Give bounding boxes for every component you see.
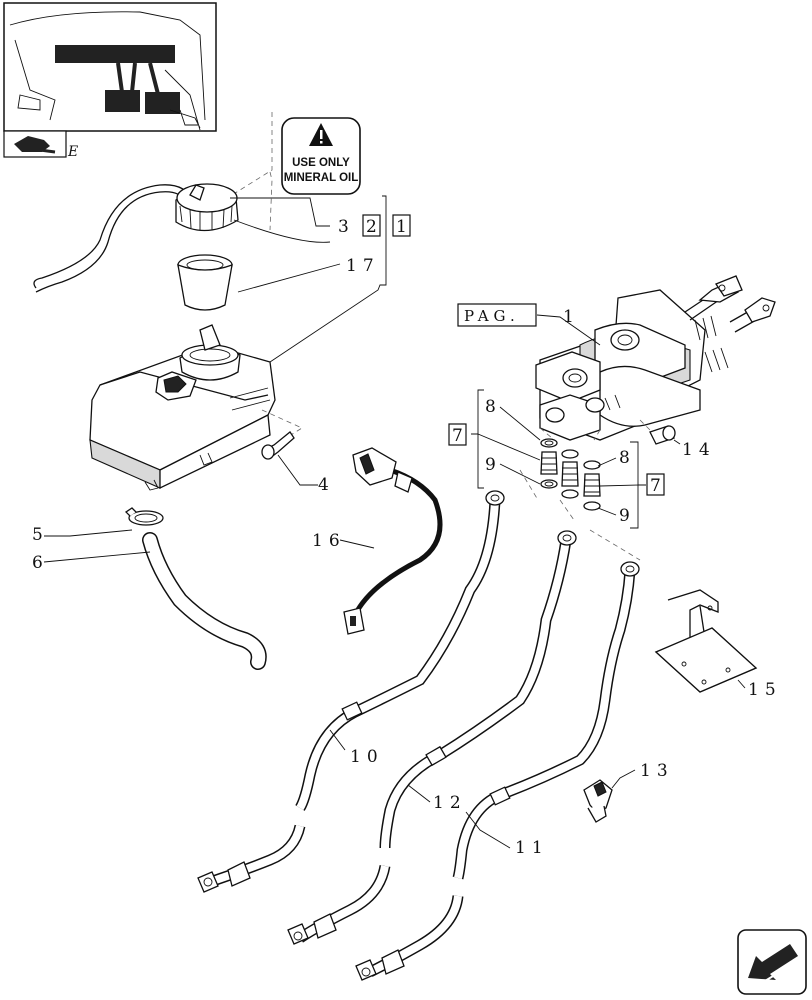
next-page-arrow-icon[interactable] xyxy=(737,929,807,995)
callout-12: 12 xyxy=(433,793,467,813)
callout-box-1 xyxy=(392,214,411,237)
pipe-clip xyxy=(583,779,613,823)
warning-label: USE ONLY MINERAL OIL xyxy=(281,117,361,195)
page-ref-box xyxy=(457,303,537,327)
brake-pipe-12 xyxy=(287,530,577,945)
brake-pipe-11 xyxy=(355,561,640,981)
callout-box-2 xyxy=(362,214,381,237)
callout-1-box: 1 xyxy=(396,217,407,237)
master-cylinder xyxy=(535,275,776,441)
reservoir-hose xyxy=(142,532,267,670)
callout-8a: 8 xyxy=(485,397,496,417)
strainer xyxy=(177,254,233,311)
callout-13: 13 xyxy=(640,761,674,781)
callout-16: 16 xyxy=(312,531,346,551)
callout-2: 2 xyxy=(366,217,377,237)
fittings-left xyxy=(540,438,558,489)
callout-5: 5 xyxy=(32,525,43,545)
location-thumbnail xyxy=(3,2,217,132)
callout-15: 15 xyxy=(748,680,782,700)
hose-clamp xyxy=(124,507,164,526)
warning-line-2: MINERAL OIL xyxy=(284,172,359,184)
callout-17: 17 xyxy=(346,256,380,276)
thumbnail-letter: E xyxy=(67,144,78,160)
callout-9a: 9 xyxy=(485,455,496,475)
bolt xyxy=(639,419,676,445)
page-ref-text: PAG. xyxy=(464,307,520,325)
warning-line-1: USE ONLY xyxy=(292,157,350,169)
leader-lines xyxy=(43,195,746,849)
brake-pipe-10 xyxy=(197,490,505,893)
callout-7a: 7 xyxy=(452,426,463,446)
callout-9b: 9 xyxy=(619,506,630,526)
bracket xyxy=(654,589,758,693)
reservoir xyxy=(89,324,303,491)
callout-box-7b xyxy=(646,473,665,496)
callout-6: 6 xyxy=(32,553,43,573)
callout-3: 3 xyxy=(338,217,349,237)
callout-10: 10 xyxy=(350,747,384,767)
callout-7b: 7 xyxy=(650,476,661,496)
callout-14: 14 xyxy=(682,440,716,460)
hand-pointer-icon xyxy=(3,130,67,158)
callout-box-7a xyxy=(448,423,467,446)
reservoir-cap xyxy=(33,183,239,293)
screw xyxy=(261,431,295,460)
sensor-wiring xyxy=(343,447,443,635)
callout-4: 4 xyxy=(318,475,329,495)
fittings-center xyxy=(561,449,579,499)
fittings-right xyxy=(583,460,601,511)
callout-11: 11 xyxy=(515,838,549,858)
page-ref-number: 1 xyxy=(563,307,574,327)
callout-8b: 8 xyxy=(619,448,630,468)
